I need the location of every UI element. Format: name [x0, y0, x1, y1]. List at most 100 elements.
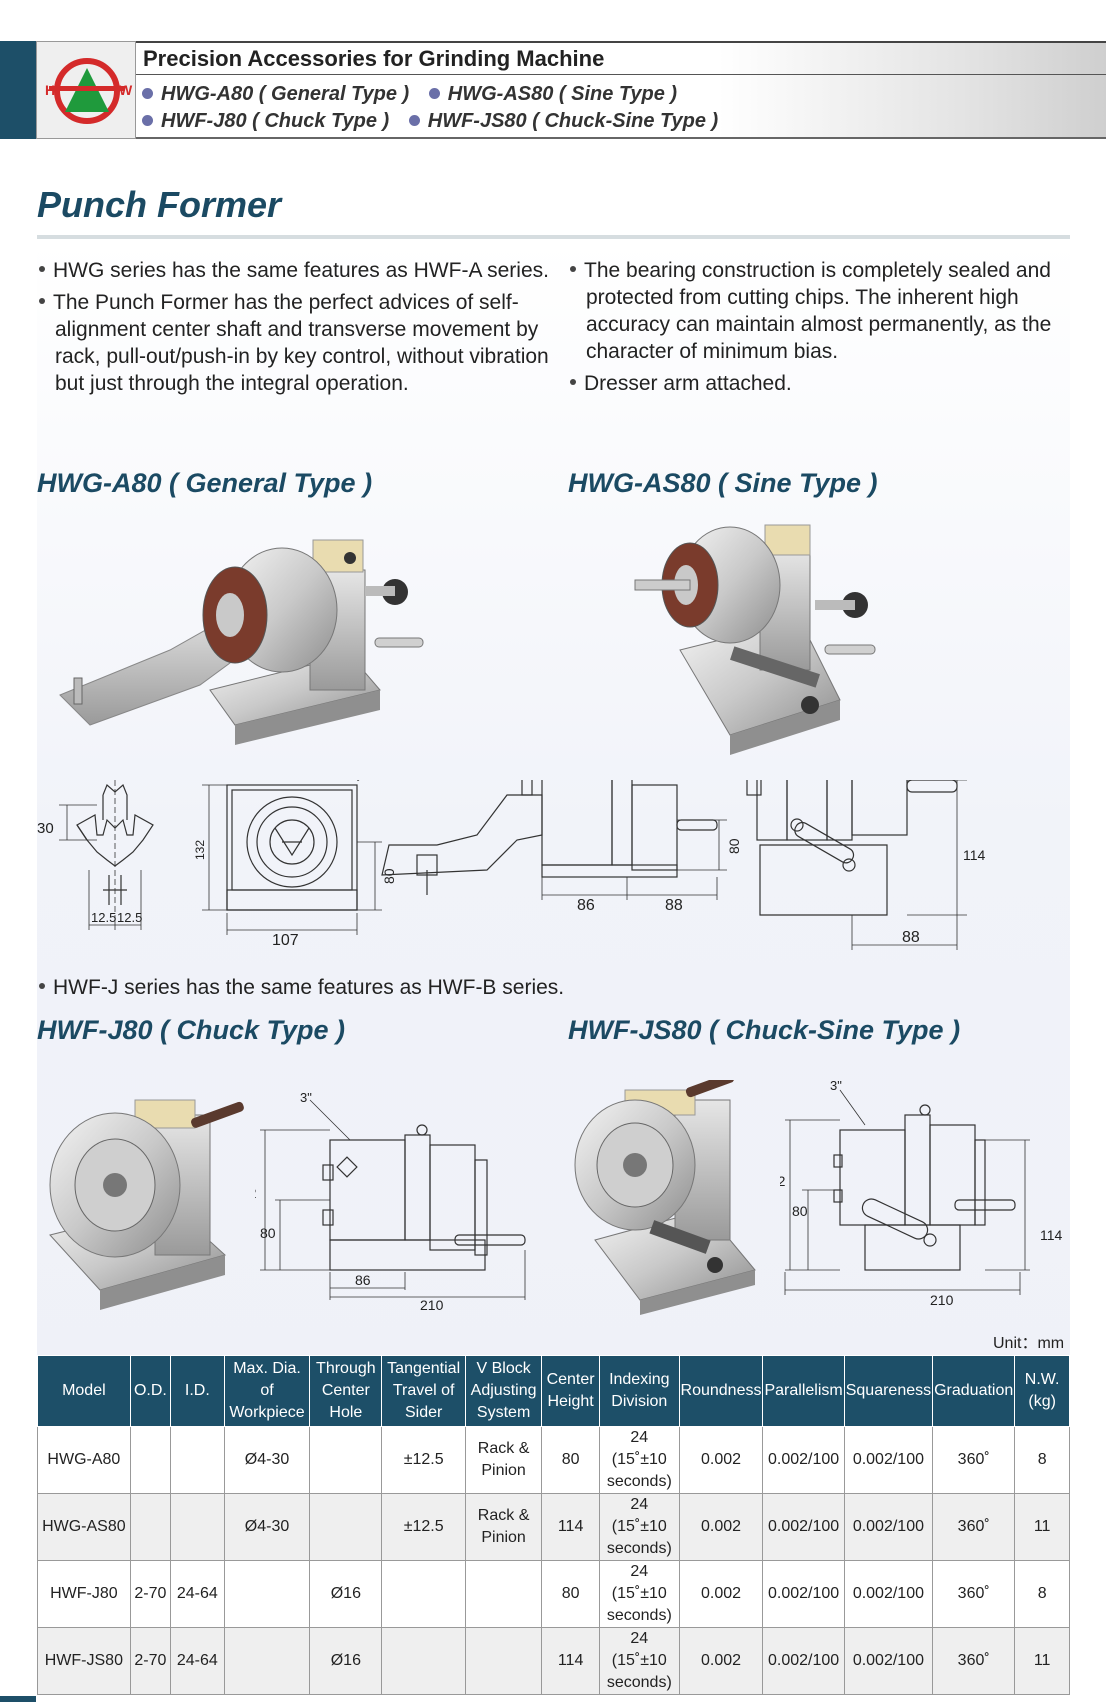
dim-side-center: 80	[726, 838, 742, 854]
header-squareness: Squareness	[843, 1355, 934, 1427]
feature-item: HWG series has the same features as HWF-…	[37, 257, 557, 284]
cell-tangential: ±12.5	[381, 1426, 467, 1494]
header-od: O.D.	[129, 1355, 172, 1427]
cell-vblock	[465, 1560, 543, 1628]
cell-parallelism: 0.002/100	[762, 1627, 845, 1695]
cell-through-hole: Ø16	[309, 1560, 383, 1628]
cell-nw: 8	[1014, 1560, 1070, 1628]
dim-js80-d: 210	[930, 1292, 954, 1308]
dim-j80-height: 132	[255, 1185, 257, 1201]
dim-j80-d1: 86	[355, 1272, 371, 1288]
cell-center-height: 80	[541, 1426, 601, 1494]
table-row: HWG-A80 Ø4-30 ±12.5 Rack & Pinion 80 24 …	[37, 1426, 1070, 1494]
header-graduation: Graduation	[932, 1355, 1016, 1427]
dim-front-width: 107	[272, 932, 299, 949]
hwg-a80-photo	[59, 539, 424, 745]
hwf-js80-drawing: 3" 132 80 114 210	[780, 1080, 1063, 1308]
feature-item: The bearing construction is completely s…	[568, 257, 1068, 365]
cell-tangential	[381, 1560, 467, 1628]
page-title: Punch Former	[37, 184, 282, 225]
header-title: Precision Accessories for Grinding Machi…	[143, 46, 605, 71]
bullet-icon	[142, 88, 153, 100]
cell-squareness: 0.002/100	[843, 1627, 934, 1695]
cell-od: 2-70	[129, 1560, 172, 1628]
dim-front-center: 80	[381, 868, 397, 884]
hwf-j-note: HWF-J series has the same features as HW…	[37, 976, 564, 1000]
cell-od	[129, 1493, 172, 1561]
company-logo: H W	[36, 41, 136, 139]
cell-vblock: Rack & Pinion	[465, 1493, 543, 1561]
cell-squareness: 0.002/100	[843, 1560, 934, 1628]
hwf-js80-photo	[574, 1080, 756, 1315]
header-nw: N.W. (kg)	[1014, 1355, 1070, 1427]
cell-graduation: 360˚	[932, 1627, 1016, 1695]
cell-model: HWF-JS80	[37, 1627, 131, 1695]
cell-nw: 11	[1014, 1627, 1070, 1695]
cell-roundness: 0.002	[678, 1426, 764, 1494]
header-through-hole: Through Center Hole	[309, 1355, 383, 1427]
header-vblock-system: V Block Adjusting System	[465, 1355, 543, 1427]
cell-through-hole: Ø16	[309, 1627, 383, 1695]
cell-id	[170, 1426, 225, 1494]
table-header-row: Model O.D. I.D. Max. Dia. of Workpiece T…	[37, 1355, 1070, 1427]
dim-js80-center: 80	[792, 1203, 808, 1219]
cell-od: 2-70	[129, 1627, 172, 1695]
cell-parallelism: 0.002/100	[762, 1560, 845, 1628]
a80-side-view: 80 86 88	[381, 780, 742, 914]
header-banner	[136, 41, 1106, 139]
cell-max-dia	[223, 1560, 311, 1628]
section-heading-hwf-j80: HWF-J80 ( Chuck Type )	[37, 1015, 346, 1045]
dim-as80-d: 88	[902, 929, 920, 946]
header-divider	[136, 74, 1106, 75]
cell-vblock: Rack & Pinion	[465, 1426, 543, 1494]
dim-as80-height: 114	[963, 847, 986, 863]
cell-graduation: 360˚	[932, 1426, 1016, 1494]
cell-tangential	[381, 1627, 467, 1695]
bullet-icon	[142, 115, 153, 127]
hwf-j80-drawing: 3" 132 80 86 210	[255, 1090, 526, 1313]
dim-side-d1: 86	[577, 897, 595, 914]
cell-roundness: 0.002	[678, 1627, 764, 1695]
features-right: The bearing construction is completely s…	[568, 257, 1068, 402]
cell-roundness: 0.002	[678, 1493, 764, 1561]
cell-indexing: 24 (15˚±10 seconds)	[599, 1560, 680, 1628]
cell-indexing: 24 (15˚±10 seconds)	[599, 1627, 680, 1695]
cell-id	[170, 1493, 225, 1561]
logo-letter-left: H	[45, 82, 55, 98]
dim-js80-height: 132	[780, 1173, 786, 1189]
cell-model: HWG-A80	[37, 1426, 131, 1494]
dim-vblock-w1: 12.5	[91, 910, 116, 925]
cell-squareness: 0.002/100	[843, 1426, 934, 1494]
feature-item: Dresser arm attached.	[568, 370, 1068, 397]
dim-j80-chuck: 3"	[300, 1090, 312, 1105]
features-left: HWG series has the same features as HWF-…	[37, 257, 557, 402]
header-models-line1: HWG-A80 ( General Type ) HWG-AS80 ( Sine…	[138, 83, 677, 106]
header-models-line2: HWF-J80 ( Chuck Type ) HWF-JS80 ( Chuck-…	[138, 110, 718, 133]
header-model: Model	[37, 1355, 131, 1427]
table-row: HWF-JS80 2-70 24-64 Ø16 114 24 (15˚±10 s…	[37, 1627, 1070, 1695]
a80-front-view: 132 80 107	[193, 780, 397, 949]
cell-nw: 11	[1014, 1493, 1070, 1561]
cell-id: 24-64	[170, 1627, 225, 1695]
cell-indexing: 24 (15˚±10 seconds)	[599, 1493, 680, 1561]
cell-through-hole	[309, 1493, 383, 1561]
header-roundness: Roundness	[678, 1355, 764, 1427]
cell-id: 24-64	[170, 1560, 225, 1628]
section-heading-hwg-a80: HWG-A80 ( General Type )	[37, 468, 373, 498]
dim-vblock-height: 30	[37, 820, 54, 837]
cell-graduation: 360˚	[932, 1493, 1016, 1561]
feature-item: The Punch Former has the perfect advices…	[37, 289, 557, 397]
dim-js80-h2: 114	[1040, 1227, 1063, 1243]
dim-js80-chuck: 3"	[830, 1080, 842, 1093]
hwg-dimension-drawings: 30 12.5 12.5 132 80 107	[37, 780, 986, 950]
cell-center-height: 80	[541, 1560, 601, 1628]
cell-od	[129, 1426, 172, 1494]
cell-max-dia: Ø4-30	[223, 1426, 311, 1494]
dim-side-d2: 88	[665, 897, 683, 914]
logo-letter-right: W	[119, 82, 133, 98]
header-max-dia: Max. Dia. of Workpiece	[223, 1355, 311, 1427]
cell-center-height: 114	[541, 1493, 601, 1561]
header-center-height: Center Height	[541, 1355, 601, 1427]
cell-model: HWG-AS80	[37, 1493, 131, 1561]
cell-parallelism: 0.002/100	[762, 1493, 845, 1561]
